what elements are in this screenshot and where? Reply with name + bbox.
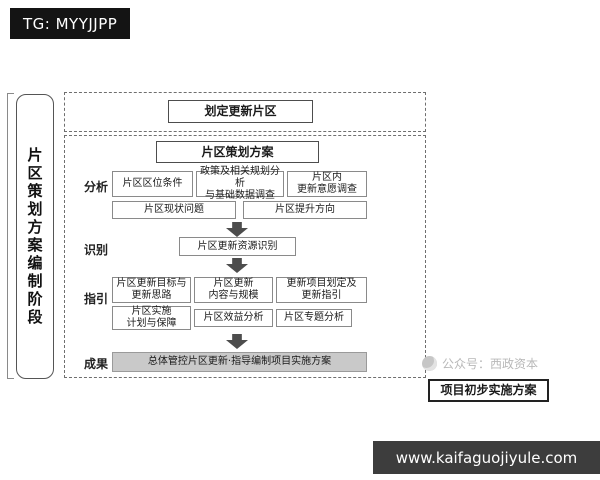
analysis-box-location: 片区区位条件 — [112, 171, 193, 197]
guide-box-implementation: 片区实施 计划与保障 — [112, 306, 191, 330]
watermark-text: 公众号：西政资本 — [442, 357, 539, 371]
footer-url-bar: www.kaifaguojiyule.com — [373, 441, 600, 474]
analysis-box-policy: 政策及相关规划分析 与基础数据调查 — [196, 166, 284, 201]
label-identify: 识别 — [84, 243, 109, 257]
guide-box-benefit: 片区效益分析 — [194, 309, 273, 327]
guide-box-projects: 更新项目划定及 更新指引 — [276, 277, 367, 303]
guide-box-goals: 片区更新目标与 更新思路 — [112, 277, 191, 303]
analysis-box-willingness: 片区内 更新意愿调查 — [287, 171, 367, 197]
plan-frame — [64, 135, 426, 378]
label-analysis: 分析 — [84, 180, 109, 194]
analysis-box-problems: 片区现状问题 — [112, 201, 236, 219]
stage-label-box: 片区策划方案编制阶段 — [16, 94, 54, 379]
analysis-box-direction: 片区提升方向 — [243, 201, 367, 219]
watermark: 公众号：西政资本 — [422, 355, 538, 372]
label-result: 成果 — [84, 357, 109, 371]
delimit-frame — [64, 92, 426, 132]
stage-label: 片区策划方案编制阶段 — [25, 146, 44, 327]
stage-bracket — [7, 93, 14, 379]
plan-title-box: 片区策划方案 — [156, 141, 319, 163]
watermark-logo-icon — [422, 356, 437, 371]
identify-box: 片区更新资源识别 — [179, 237, 296, 256]
guide-box-content: 片区更新 内容与规模 — [194, 277, 273, 303]
outcome-box: 项目初步实施方案 — [428, 379, 549, 402]
label-guide: 指引 — [84, 292, 109, 306]
guide-box-special: 片区专题分析 — [276, 309, 352, 327]
tg-badge: TG: MYYJJPP — [10, 8, 131, 39]
result-box: 总体管控片区更新·指导编制项目实施方案 — [112, 352, 367, 372]
delimit-area-box: 划定更新片区 — [168, 100, 313, 123]
